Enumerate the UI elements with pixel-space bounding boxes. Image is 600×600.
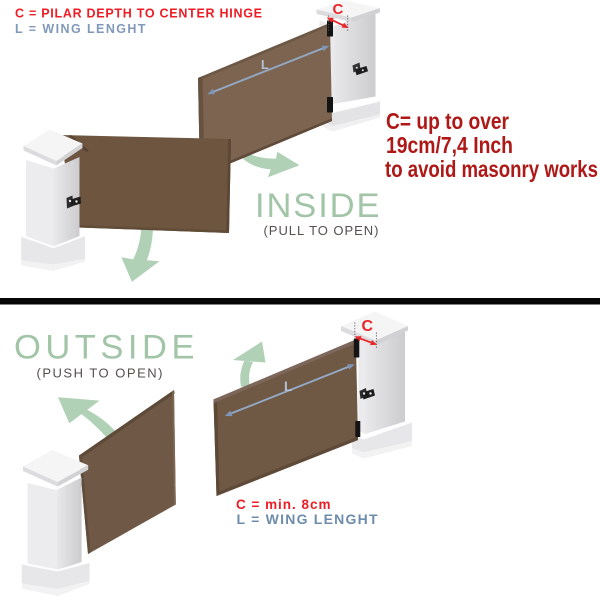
- svg-text:L = WING LENGHT: L = WING LENGHT: [15, 22, 146, 36]
- svg-text:to avoid masonry works: to avoid masonry works: [385, 156, 598, 182]
- svg-text:L: L: [261, 58, 269, 72]
- svg-text:(PULL TO OPEN): (PULL TO OPEN): [264, 223, 379, 238]
- svg-text:C = min. 8cm: C = min. 8cm: [236, 497, 331, 512]
- svg-text:L: L: [284, 379, 292, 394]
- svg-text:L = WING LENGHT: L = WING LENGHT: [237, 511, 378, 527]
- svg-text:C= up to over: C= up to over: [386, 108, 509, 134]
- svg-text:C: C: [333, 1, 344, 18]
- svg-text:C: C: [362, 318, 374, 335]
- svg-text:(PUSH TO OPEN): (PUSH TO OPEN): [37, 366, 163, 381]
- svg-text:19cm/7,4 Inch: 19cm/7,4 Inch: [386, 132, 513, 158]
- svg-text:C = PILAR DEPTH TO CENTER HING: C = PILAR DEPTH TO CENTER HINGE: [15, 7, 262, 21]
- svg-text:INSIDE: INSIDE: [255, 187, 380, 225]
